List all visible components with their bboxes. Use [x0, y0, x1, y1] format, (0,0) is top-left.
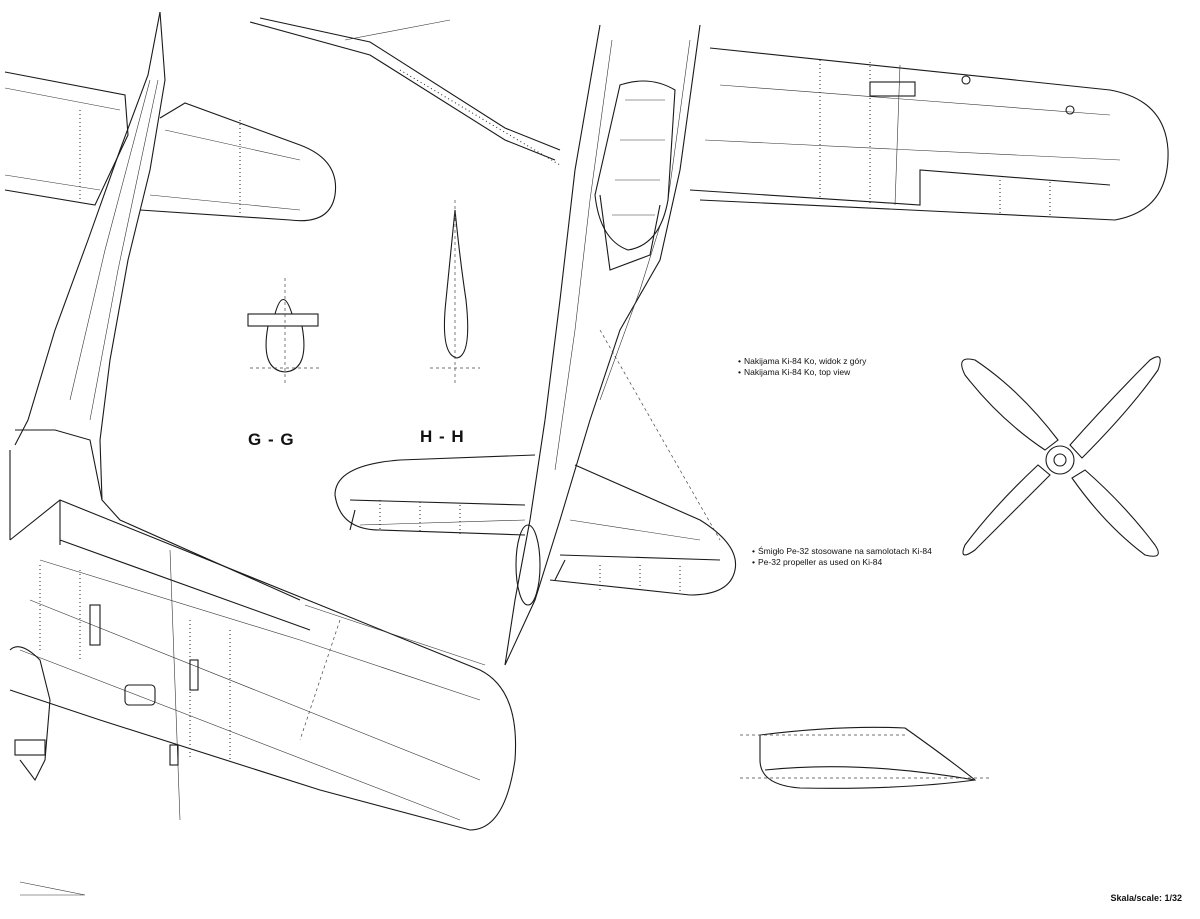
- propeller-caption-en: Pe-32 propeller as used on Ki-84: [752, 557, 932, 568]
- top-view-caption: Nakijama Ki-84 Ko, widok z góry Nakijama…: [738, 356, 866, 378]
- scale-label: Skala/scale: 1/32: [1110, 893, 1182, 903]
- section-label-hh: H - H: [420, 427, 465, 446]
- top-view-caption-pl: Nakijama Ki-84 Ko, widok z góry: [738, 356, 866, 367]
- center-right-wing: [689, 47, 1169, 221]
- section-gg: [247, 278, 320, 385]
- top-view-caption-en: Nakijama Ki-84 Ko, top view: [738, 367, 866, 378]
- propeller-caption-pl: Śmigło Pe-32 stosowane na samolotach Ki-…: [752, 546, 932, 557]
- blade-section: [740, 726, 990, 789]
- propeller-caption: Śmigło Pe-32 stosowane na samolotach Ki-…: [752, 546, 932, 568]
- left-upper-wing-tip: [4, 71, 129, 206]
- left-fuselage: [9, 11, 301, 601]
- center-leading-edge: [249, 17, 561, 166]
- section-hh: [430, 200, 480, 385]
- edge-fragment: [19, 881, 86, 896]
- section-label-gg: G - G: [248, 430, 295, 449]
- left-main-wing: [9, 499, 517, 831]
- center-fuselage: [504, 24, 701, 666]
- center-horizontal-tail: [334, 329, 737, 596]
- left-tailplane: [139, 102, 337, 222]
- propeller: [961, 356, 1161, 557]
